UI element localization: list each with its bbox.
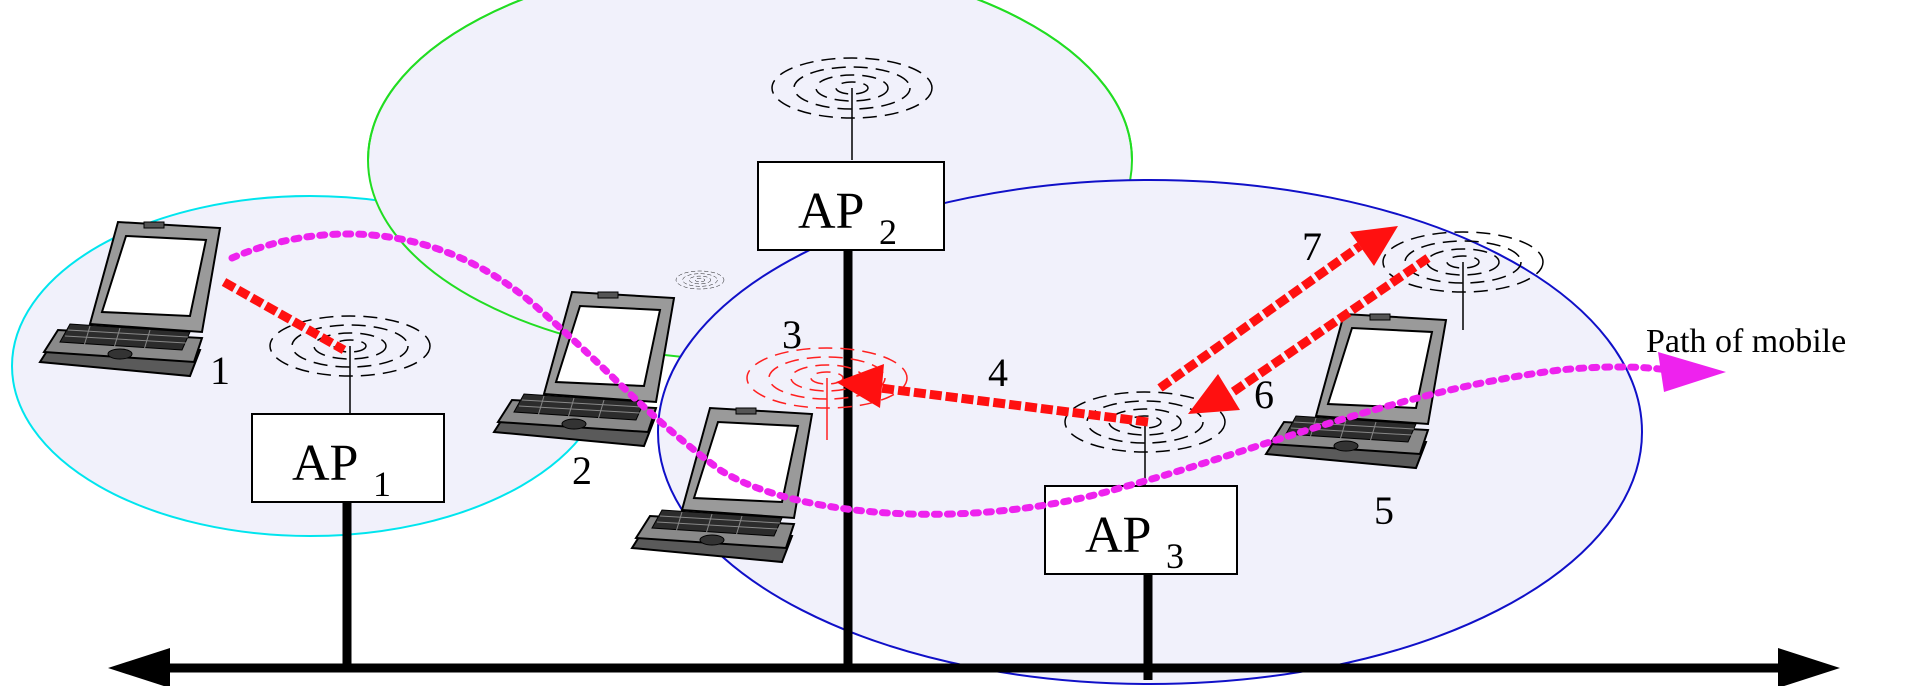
- step-2-label: 2: [572, 448, 592, 493]
- step-3-label: 3: [782, 312, 802, 357]
- access-point-ap1: AP 1: [252, 414, 444, 504]
- access-point-ap2: AP 2: [758, 162, 944, 252]
- ap1-label: AP: [292, 435, 358, 492]
- ap2-label: AP: [798, 183, 864, 240]
- step-5-label: 5: [1374, 488, 1394, 533]
- step-7-label: 7: [1302, 224, 1322, 269]
- path-of-mobile-label: Path of mobile: [1646, 323, 1846, 360]
- ap3-label: AP: [1085, 507, 1151, 564]
- ap3-subscript: 3: [1166, 536, 1184, 576]
- step-1-label: 1: [210, 348, 230, 393]
- ap2-subscript: 2: [879, 212, 897, 252]
- ap1-subscript: 1: [373, 464, 391, 504]
- step-6-label: 6: [1254, 372, 1274, 417]
- step-4-label: 4: [988, 350, 1008, 395]
